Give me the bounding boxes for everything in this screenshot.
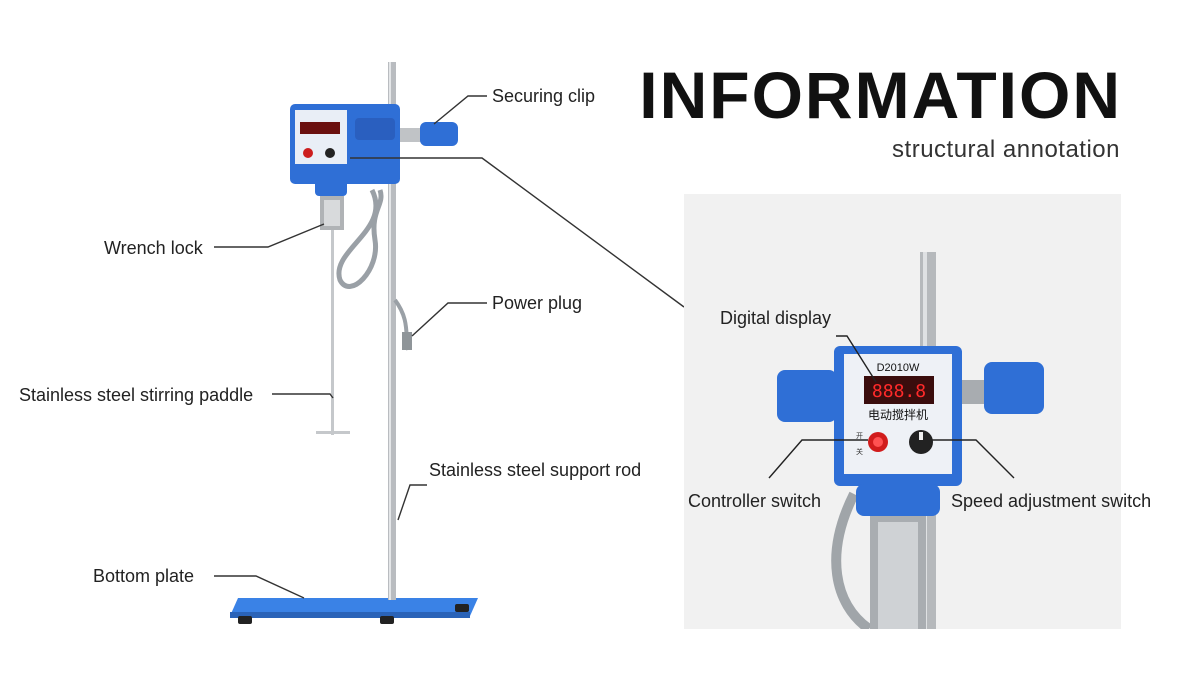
label-wrench-lock: Wrench lock [104, 238, 203, 258]
chinese-label-text: 电动搅拌机 [868, 407, 928, 422]
page-title: INFORMATION [639, 58, 1122, 132]
page-subtitle: structural annotation [892, 136, 1120, 163]
label-support-rod: Stainless steel support rod [429, 460, 642, 480]
securing-clip-shape [420, 122, 458, 146]
label-speed-switch: Speed adjustment switch [951, 491, 1152, 511]
speed-knob-shape [909, 430, 933, 454]
detail-panel: D2010W 888.8 电动搅拌机 开 关 [684, 194, 1121, 629]
label-digital-display: Digital display [720, 308, 832, 328]
label-power-plug: Power plug [492, 293, 583, 313]
label-stirring-paddle: Stainless steel stirring paddle [19, 385, 254, 405]
stirring-paddle-shape [331, 230, 334, 435]
label-controller-switch: Controller switch [688, 491, 822, 511]
label-securing-clip: Securing clip [492, 86, 596, 106]
display-readout: 888.8 [872, 381, 926, 402]
label-bottom-plate: Bottom plate [93, 566, 195, 586]
switch-off-text: 关 [856, 447, 863, 456]
support-rod-shape [388, 62, 396, 600]
power-cable-shape [336, 188, 384, 289]
switch-on-text: 开 [856, 432, 863, 440]
model-text: D2010W [877, 362, 920, 374]
bottom-plate-shape [230, 598, 478, 616]
detail-illustration: D2010W 888.8 电动搅拌机 开 关 [768, 252, 1044, 629]
